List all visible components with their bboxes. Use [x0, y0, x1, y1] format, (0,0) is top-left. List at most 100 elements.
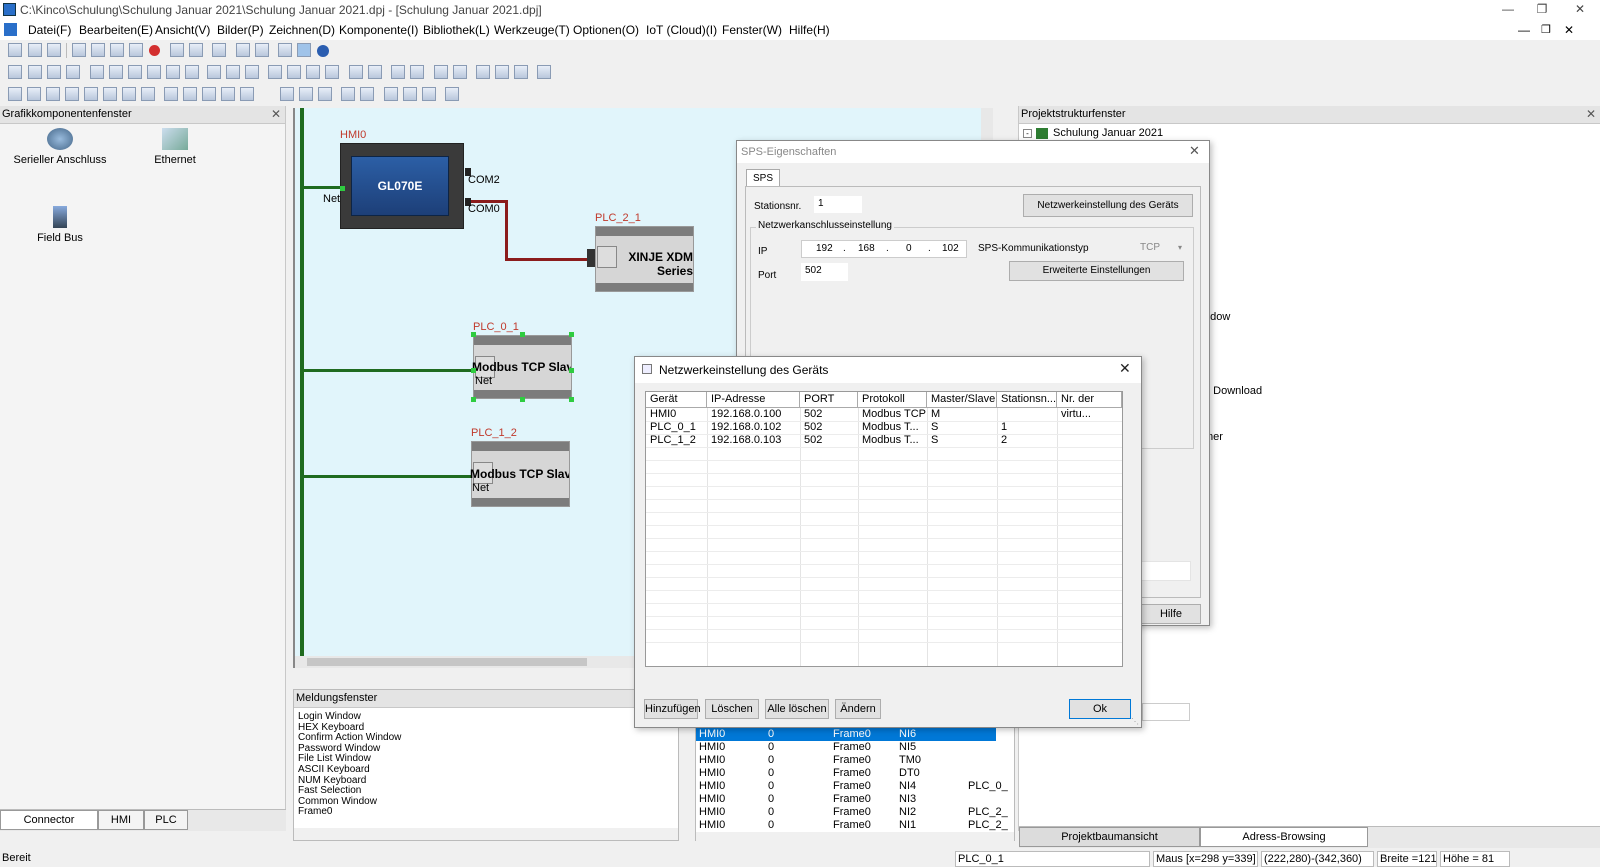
tab-sps[interactable]: SPS: [746, 169, 780, 187]
restore-button[interactable]: ❐: [1536, 2, 1548, 16]
online-simulate-icon[interactable]: [297, 43, 311, 57]
duplicate-icon[interactable]: [129, 43, 143, 57]
menu-datei[interactable]: Datei(F): [28, 23, 72, 37]
comp-serial[interactable]: Serieller Anschluss: [10, 128, 110, 166]
plc2-device[interactable]: XINJE XDM Series: [595, 226, 694, 292]
plc1-device[interactable]: Modbus TCP Slave Net: [470, 441, 570, 507]
tree-item[interactable]: e Download: [1204, 385, 1263, 397]
plc0-device[interactable]: Modbus TCP Slave Net: [472, 335, 572, 399]
line-icon[interactable]: [434, 65, 448, 79]
bring-front-icon[interactable]: [306, 65, 320, 79]
space-across-icon[interactable]: [185, 65, 199, 79]
panel-close-icon[interactable]: ✕: [270, 107, 281, 121]
col-port[interactable]: PORT: [800, 392, 858, 408]
group-icon[interactable]: [268, 65, 282, 79]
hilfe-button[interactable]: Hilfe: [1141, 604, 1201, 624]
redo-icon[interactable]: [189, 43, 203, 57]
find-icon[interactable]: [212, 43, 226, 57]
ungroup-icon[interactable]: [287, 65, 301, 79]
download-icon[interactable]: [255, 43, 269, 57]
compile-icon[interactable]: [236, 43, 250, 57]
address-hscrollbar[interactable]: [696, 832, 1014, 841]
word-lamp-icon[interactable]: [46, 87, 60, 101]
align-top-icon[interactable]: [47, 65, 61, 79]
menu-iot[interactable]: IoT (Cloud)(I): [646, 23, 718, 37]
trend-icon[interactable]: [164, 87, 178, 101]
menu-bearbeiten[interactable]: Bearbeiten(E): [79, 23, 154, 37]
table-row[interactable]: HMI0 192.168.0.100 502 Modbus TCP M: [646, 408, 1122, 421]
hmi-device[interactable]: GL070E: [340, 143, 464, 229]
tree-expand-icon[interactable]: -: [1023, 129, 1032, 138]
tab-projektbaum[interactable]: Projektbaumansicht: [1019, 827, 1200, 847]
canvas-hscroll-thumb[interactable]: [307, 658, 587, 666]
delete-icon[interactable]: [149, 45, 160, 56]
tab-hmi[interactable]: HMI: [98, 810, 144, 830]
same-width-icon[interactable]: [128, 65, 142, 79]
undo-icon[interactable]: [170, 43, 184, 57]
close-button[interactable]: ✕: [1574, 2, 1586, 16]
clock-icon[interactable]: [240, 87, 254, 101]
device-grid[interactable]: Gerät IP-Adresse PORT Protokoll Master/S…: [645, 391, 1123, 667]
recipe-icon[interactable]: [202, 87, 216, 101]
window-1-icon[interactable]: [384, 87, 398, 101]
plc0-handle-2[interactable]: [520, 332, 525, 337]
sps-dialog-close-icon[interactable]: ✕: [1189, 143, 1200, 158]
station-input[interactable]: 1: [814, 196, 862, 213]
help-icon[interactable]: [317, 45, 329, 57]
window-2-icon[interactable]: [403, 87, 417, 101]
tree-item[interactable]: ndow: [1204, 311, 1231, 323]
col-virtual[interactable]: Nr. der virtu...: [1057, 392, 1122, 420]
send-back-icon[interactable]: [325, 65, 339, 79]
prev-screen-icon[interactable]: [299, 87, 313, 101]
menu-ansicht[interactable]: Ansicht(V): [155, 23, 211, 37]
first-screen-icon[interactable]: [280, 87, 294, 101]
same-height-icon[interactable]: [147, 65, 161, 79]
mdi-minimize-button[interactable]: —: [1518, 23, 1530, 37]
cut-icon[interactable]: [72, 43, 86, 57]
menu-optionen[interactable]: Optionen(O): [573, 23, 640, 37]
menu-werkzeuge[interactable]: Werkzeuge(T): [494, 23, 570, 37]
ok-button[interactable]: Ok: [1069, 699, 1131, 719]
window-3-icon[interactable]: [422, 87, 436, 101]
resize-grip-icon[interactable]: ⋱: [1131, 717, 1139, 726]
layer-down-icon[interactable]: [368, 65, 382, 79]
menu-hilfe[interactable]: Hilfe(H): [789, 23, 830, 37]
menu-fenster[interactable]: Fenster(W): [722, 23, 782, 37]
bit-lamp-icon[interactable]: [8, 87, 22, 101]
tree-root[interactable]: Schulung Januar 2021: [1053, 127, 1164, 139]
word-switch-icon[interactable]: [65, 87, 79, 101]
text-input-icon[interactable]: [122, 87, 136, 101]
menu-bibliothek[interactable]: Bibliothek(L): [423, 23, 490, 37]
plc0-handle-8[interactable]: [569, 397, 574, 402]
erweitert-button[interactable]: Erweiterte Einstellungen: [1009, 261, 1184, 281]
table-row[interactable]: PLC_1_2 192.168.0.103 502 Modbus T... S …: [646, 434, 1122, 447]
lock-icon[interactable]: [537, 65, 551, 79]
bar-graph-icon[interactable]: [183, 87, 197, 101]
add-button[interactable]: Hinzufügen: [644, 699, 701, 719]
ip-input[interactable]: 192 . 168 . 0 . 102: [801, 240, 967, 258]
menu-zeichnen[interactable]: Zeichnen(D): [269, 23, 336, 37]
komm-select[interactable]: TCP ▾: [1136, 239, 1184, 257]
menu-bilder[interactable]: Bilder(P): [217, 23, 264, 37]
align-left-icon[interactable]: [8, 65, 22, 79]
number-input-icon[interactable]: [103, 87, 117, 101]
export-icon[interactable]: [445, 87, 459, 101]
port-input[interactable]: 502: [801, 263, 848, 281]
plc0-handle-4[interactable]: [471, 368, 476, 373]
menu-komponente[interactable]: Komponente(I): [339, 23, 419, 37]
netzwerk-button[interactable]: Netzwerkeinstellung des Geräts: [1023, 194, 1193, 217]
line-width-icon[interactable]: [453, 65, 467, 79]
rotate-left-icon[interactable]: [476, 65, 490, 79]
align-vcenter-icon[interactable]: [109, 65, 123, 79]
same-size-icon[interactable]: [166, 65, 180, 79]
change-button[interactable]: Ändern: [835, 699, 881, 719]
rotate-right-icon[interactable]: [495, 65, 509, 79]
tab-plc[interactable]: PLC: [144, 810, 188, 830]
plc0-handle-5[interactable]: [569, 368, 574, 373]
message-icon[interactable]: [221, 87, 235, 101]
delete-button[interactable]: Löschen: [705, 699, 759, 719]
